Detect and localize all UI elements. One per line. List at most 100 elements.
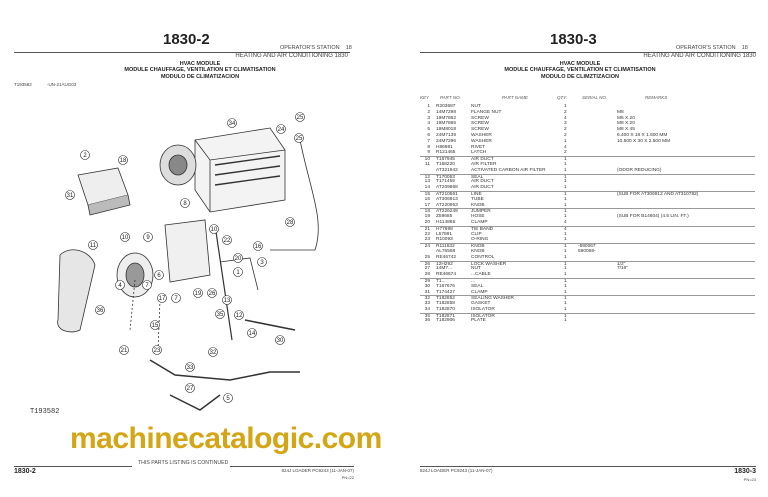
callout-number: 13 [224,298,231,304]
cell-qty: 4 [564,115,567,121]
cell-qty: 1 [564,266,567,272]
module-title-fr: MODULE CHAUFFAGE, VENTILATION ET CLIMATI… [504,67,656,74]
cell-name: CLAMP [471,289,488,295]
cell-qty: 1 [564,161,567,167]
callout-32: 32 [208,347,218,357]
cell-part: AT321942 [436,167,458,173]
cell-name: HOSE [471,214,485,220]
left-footer-page: 1830-2 [14,468,36,475]
left-footer-pn: PN=22 [341,475,354,480]
callout-33: 33 [185,362,195,372]
cell-part: 14M7... [436,266,452,272]
left-footer-info: 824J LOADER PC9243 (11-JAN-07) [281,468,354,473]
cell-qty: 2 [564,109,567,115]
callout-number: 23 [154,348,161,354]
cell-key: 12 [424,174,430,180]
cell-qty: 1 [564,179,567,185]
callout-5: 5 [223,393,233,403]
callout-15: 15 [150,320,160,330]
cell-part: T182906 [436,318,455,324]
cell-qty: 1 [564,313,567,319]
cell-qty: 4 [564,144,567,150]
cell-key: 2 [427,109,430,115]
callout-number: 8 [183,201,187,207]
cell-part: R121465 [436,150,456,156]
cell-remarks: M8 X 20 [617,121,635,127]
cell-part: 14M7298 [436,109,457,115]
cell-name: LOCK WASHER [471,261,507,267]
callout-20: 20 [233,253,243,263]
callout-number: 16 [255,244,262,250]
cell-part: T171459 [436,179,455,185]
callout-number: 26 [209,291,216,297]
cell-part: T167676 [436,283,455,289]
cell-key: 3 [427,115,430,121]
cell-name: JUMPER [471,209,491,215]
callout-18: 18 [118,155,128,165]
callout-23: 23 [152,345,162,355]
cell-key: 36 [424,318,430,324]
cell-key: 20 [424,219,430,225]
cell-qty: 1 [564,261,567,267]
cell-part: T182858 [436,301,455,307]
section-label: OPERATOR'S STATION [676,45,736,51]
cell-part: 19M8018 [436,127,457,133]
cell-qty: 1 [564,214,567,220]
cell-part: 24M7296 [436,138,457,144]
cell-key: 30 [424,283,430,289]
callout-number: 9 [146,235,150,241]
callout-number: 28 [287,220,294,226]
callout-number: 3 [260,260,264,266]
cell-part: R10093 [436,237,453,243]
cell-qty: 1 [564,272,567,278]
callout-17: 17 [157,293,167,303]
callout-number: 35 [217,312,224,318]
left-section: OPERATOR'S STATION 18 [280,45,352,52]
cell-qty: 1 [564,191,567,197]
right-section: OPERATOR'S STATION 18 [676,45,748,52]
callout-24: 24 [276,124,286,134]
cell-key: 9 [427,150,430,156]
cell-name: SEAL [471,174,484,180]
callout-number: 22 [224,238,231,244]
cell-name: LATCH [471,150,487,156]
cell-part: R111632 [436,244,455,250]
callout-number: 34 [229,121,236,127]
cell-remarks: 1/2" [617,261,626,267]
callout-number: 1 [236,270,240,276]
cell-part: RE46742 [436,254,457,260]
callout-number: 19 [195,291,202,297]
cell-part: R203687 [436,104,456,109]
callout-10: 10 [120,232,130,242]
left-module-title: HVAC MODULE MODULE CHAUFFAGE, VENTILATIO… [100,61,300,80]
cell-key: 27 [424,266,430,272]
callout-number: 21 [121,348,128,354]
cell-name: AIR FILTER [471,161,497,167]
cell-qty: 1 [564,202,567,208]
module-title-es: MODULO DE CLIMATIZACION [160,73,240,80]
callout-25: 25 [294,133,304,143]
callout-number: 7 [145,283,149,289]
cell-name: AIR DUCT [471,179,494,185]
cell-name: WASHER [471,138,492,144]
cell-name: WASHER [471,132,492,138]
cell-part: T182870 [436,306,455,312]
cell-key: 22 [424,231,430,237]
cell-name: NUT [471,266,481,272]
callout-number: 36 [97,308,104,314]
